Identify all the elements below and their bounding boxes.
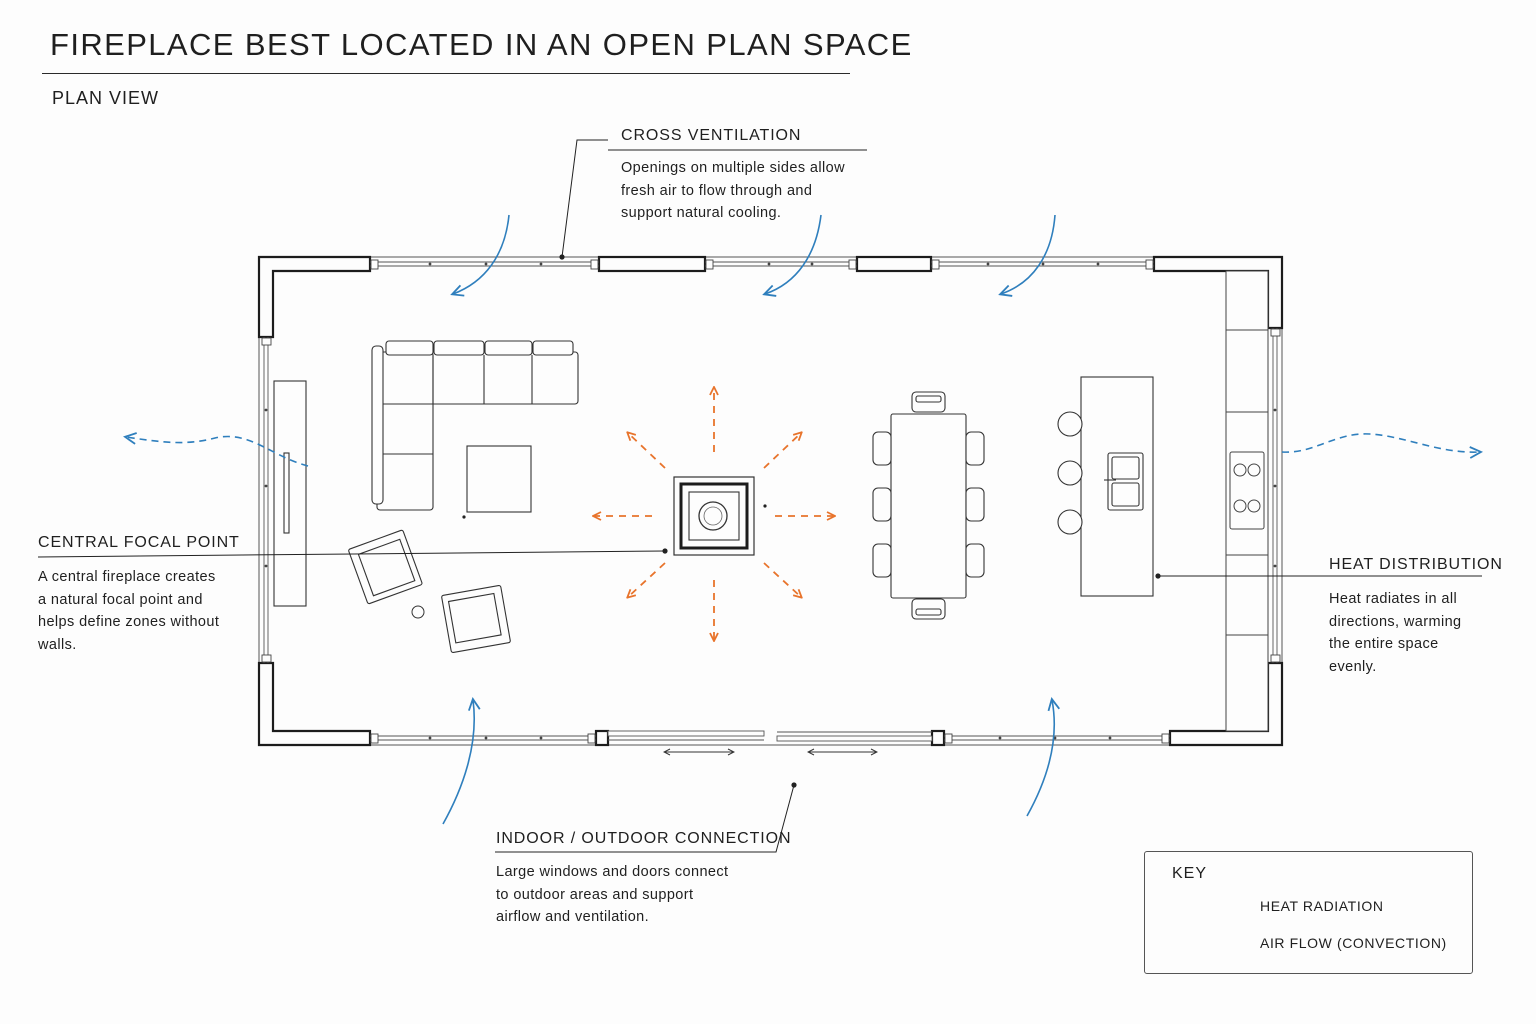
- kitchen-island: [1057, 376, 1154, 597]
- heat-radiation-arrows: [594, 388, 834, 640]
- text-line: directions, warming: [1329, 613, 1462, 630]
- window-mullions: [261, 259, 1281, 744]
- leader-indoor-outdoor: [495, 784, 795, 853]
- central-focal-point-heading: CENTRAL FOCAL POINT: [38, 534, 240, 551]
- wall-pier-top-2: [855, 255, 933, 273]
- key-heat-label: HEAT RADIATION: [1260, 898, 1384, 914]
- key-air-label: AIR FLOW (CONVECTION): [1260, 935, 1447, 951]
- side-table: [411, 605, 425, 619]
- leader-lines: [37, 139, 1482, 853]
- central-focal-point-body: A central fireplace creates a natural fo…: [38, 566, 219, 656]
- key-title: KEY: [1172, 865, 1208, 882]
- page-subtitle: PLAN VIEW: [52, 88, 160, 108]
- text-line: Large windows and doors connect: [496, 864, 729, 880]
- text-line: walls.: [38, 636, 77, 653]
- armchair-1: [348, 529, 423, 605]
- dining-set: [872, 391, 985, 620]
- wall-corner-bottom-left: [257, 661, 372, 747]
- heat-distribution-heading: HEAT DISTRIBUTION: [1329, 556, 1503, 573]
- text-line: helps define zones without: [38, 614, 220, 630]
- wall-pier-top-1: [597, 255, 707, 273]
- building-outline: [258, 256, 1283, 746]
- page-title: FIREPLACE BEST LOCATED IN AN OPEN PLAN S…: [50, 27, 913, 62]
- text-line: to outdoor areas and support: [496, 886, 694, 903]
- kitchen-counter: [1225, 270, 1269, 732]
- indoor-outdoor-body: Large windows and doors connect to outdo…: [496, 861, 728, 929]
- wall-segments: [257, 255, 1284, 747]
- key-legend: [1144, 851, 1473, 974]
- text-line: fresh air to flow through and: [621, 182, 813, 199]
- indoor-outdoor-heading: INDOOR / OUTDOOR CONNECTION: [496, 830, 792, 847]
- air-flow-arrows: [126, 214, 1480, 825]
- wall-post-bottom-1: [594, 729, 610, 747]
- text-line: airflow and ventilation.: [496, 909, 650, 925]
- media-unit: [273, 380, 307, 607]
- armchair-2: [441, 584, 511, 654]
- coffee-table: [466, 445, 532, 513]
- heat-distribution-body: Heat radiates in all directions, warming…: [1329, 588, 1462, 678]
- leader-dots: [462, 254, 1161, 788]
- text-line: A central fireplace creates: [38, 569, 216, 585]
- leader-central-focal-point: [37, 550, 666, 558]
- leader-cross-ventilation: [561, 139, 608, 258]
- window-glazing: [263, 261, 1278, 742]
- sectional-sofa: [371, 340, 579, 511]
- title-underline: [42, 73, 850, 74]
- cross-ventilation-body: Openings on multiple sides allow fresh a…: [621, 157, 845, 225]
- text-line: evenly.: [1329, 658, 1377, 675]
- wall-corner-top-left: [257, 255, 372, 339]
- cross-ventilation-heading: CROSS VENTILATION: [621, 127, 802, 144]
- text-line: Heat radiates in all: [1329, 591, 1458, 607]
- central-fireplace: [673, 476, 755, 556]
- wall-post-bottom-2: [930, 729, 946, 747]
- text-line: the entire space: [1329, 636, 1439, 652]
- window-ticks: [264, 262, 1277, 740]
- text-line: Openings on multiple sides allow: [621, 160, 845, 176]
- text-line: a natural focal point and: [38, 591, 203, 608]
- text-line: support natural cooling.: [621, 205, 782, 221]
